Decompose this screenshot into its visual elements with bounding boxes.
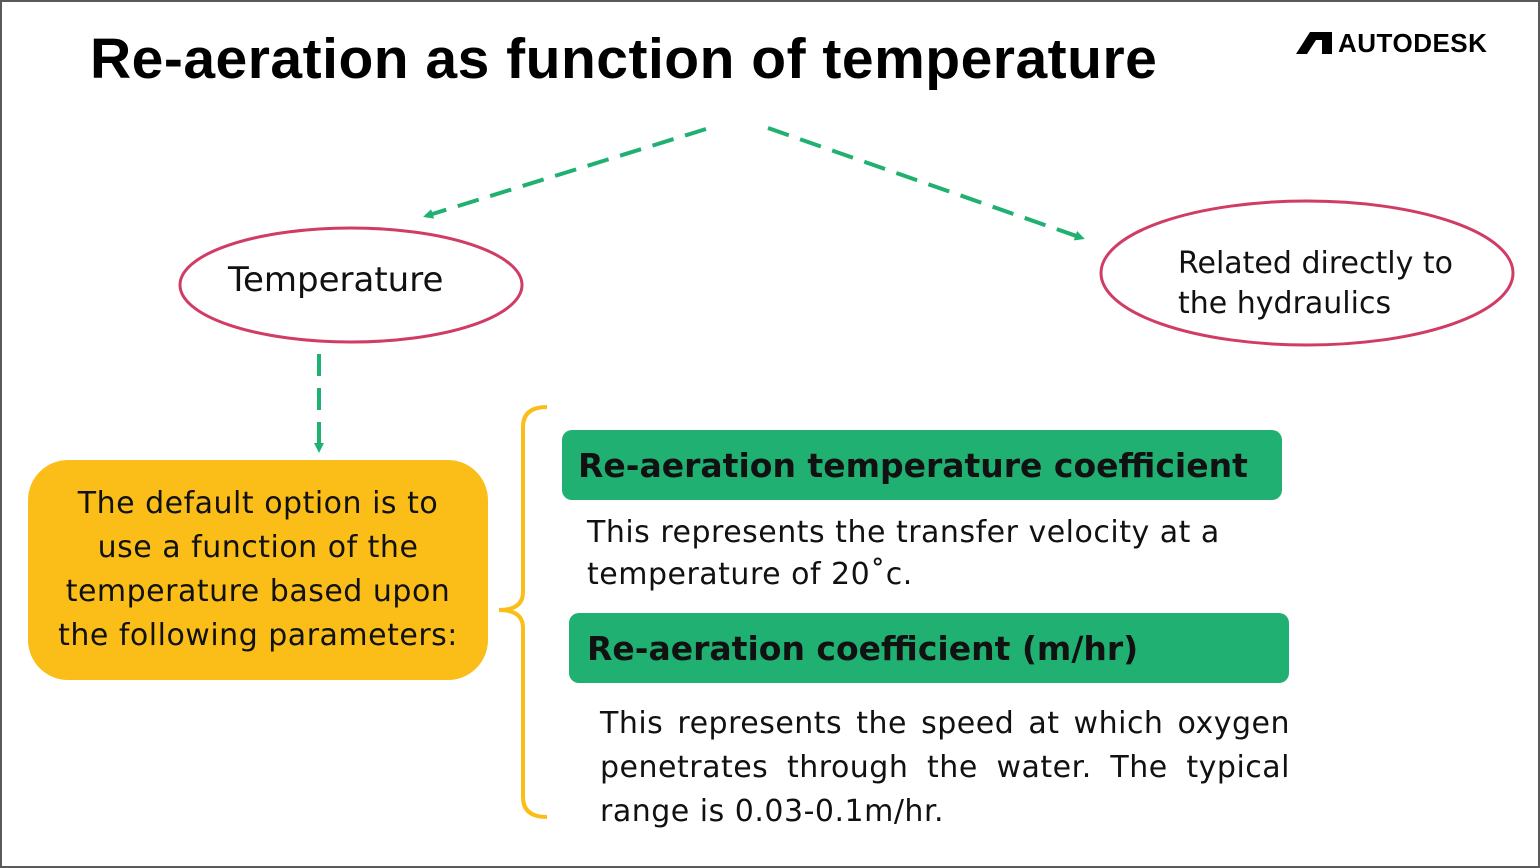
temperature-label: Temperature bbox=[228, 260, 444, 300]
default-option-box: The default option is to use a function … bbox=[28, 460, 488, 680]
curly-bracket bbox=[498, 405, 548, 819]
temperature-ellipse bbox=[178, 226, 524, 344]
hydraulics-ellipse bbox=[1099, 199, 1515, 347]
hydraulics-label: Related directly to the hydraulics bbox=[1178, 244, 1488, 324]
default-option-text: The default option is to use a function … bbox=[58, 486, 458, 653]
slide-title: Re-aeration as function of temperature bbox=[90, 27, 1158, 91]
temperature-coefficient-description: This represents the transfer velocity at… bbox=[587, 515, 1220, 592]
reaeration-coefficient-heading-bar: Re-aeration coefficient (m/hr) bbox=[569, 613, 1289, 683]
arrow-to-hydraulics bbox=[767, 126, 1085, 241]
arrow-to-temperature bbox=[423, 127, 707, 219]
hydraulics-label-text: Related directly to the hydraulics bbox=[1178, 246, 1453, 321]
autodesk-logo-mark-icon bbox=[1296, 32, 1332, 54]
temperature-coefficient-heading: Re-aeration temperature coefficient bbox=[578, 445, 1248, 485]
reaeration-coefficient-description: This represents the speed at which oxyge… bbox=[600, 706, 1290, 829]
reaeration-coefficient-heading: Re-aeration coefficient (m/hr) bbox=[587, 628, 1139, 668]
autodesk-logo: AUTODESK bbox=[1296, 26, 1487, 60]
logo-text: AUTODESK bbox=[1338, 27, 1488, 58]
temperature-coefficient-heading-bar: Re-aeration temperature coefficient bbox=[562, 430, 1282, 500]
